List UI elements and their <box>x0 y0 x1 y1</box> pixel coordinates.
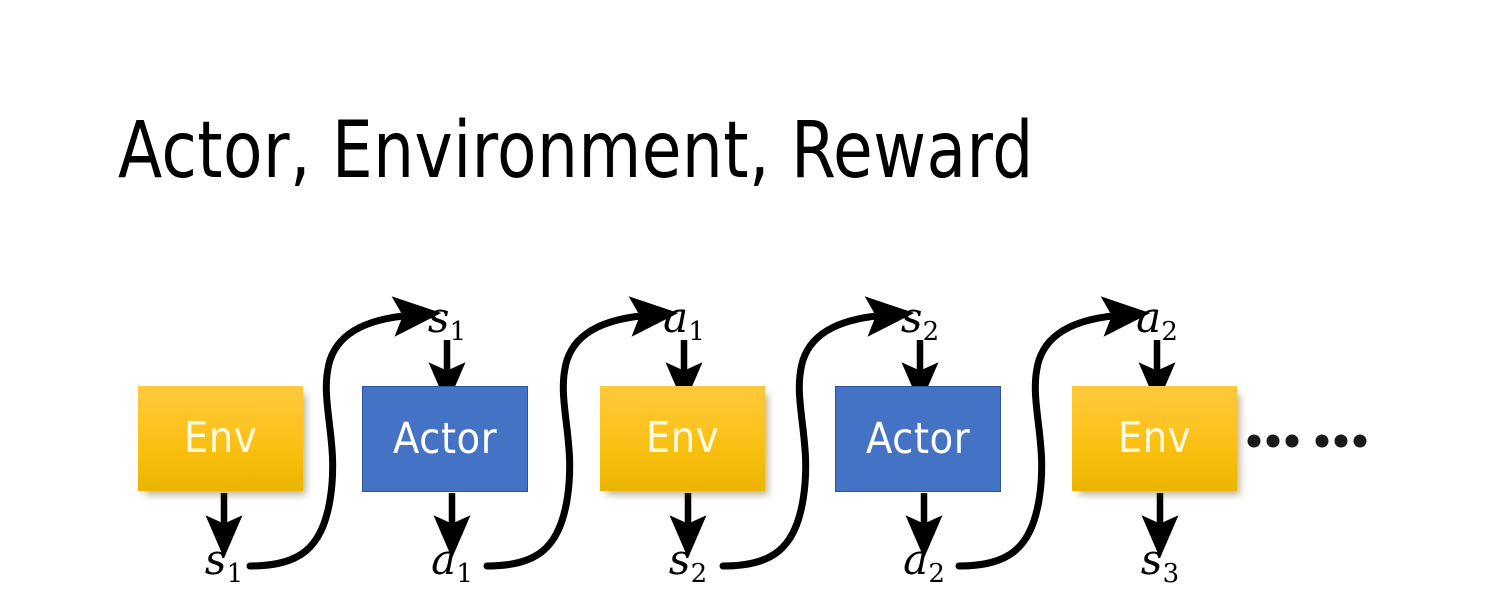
math-label-base: s <box>900 293 923 343</box>
math-label-subscript: 2 <box>690 558 708 589</box>
down-arrows-into-boxes <box>428 340 1176 406</box>
node-box-env-1: Env <box>138 386 303 491</box>
math-label-top-a2: a2 <box>1136 297 1178 345</box>
math-label-subscript: 2 <box>928 558 945 589</box>
node-box-env-2: Env <box>600 386 765 491</box>
ellipsis-dot <box>1315 434 1329 448</box>
math-label-subscript: 1 <box>449 316 467 347</box>
math-label-top-s2: s2 <box>901 297 939 345</box>
node-box-label: Env <box>1117 413 1192 463</box>
math-label-base: s <box>427 293 450 343</box>
math-label-subscript: 1 <box>688 316 705 347</box>
ellipsis-dot <box>1285 434 1299 448</box>
math-label-subscript: 2 <box>922 316 940 347</box>
math-label-base: a <box>903 535 929 585</box>
math-label-base: s <box>668 535 691 585</box>
math-label-subscript: 3 <box>1162 558 1180 589</box>
node-box-env-3: Env <box>1072 386 1237 491</box>
node-box-actor-1: Actor <box>362 386 528 492</box>
page-title: Actor, Environment, Reward <box>118 106 1034 196</box>
ellipsis-dot <box>1266 434 1280 448</box>
math-label-top-s1: s1 <box>428 297 466 345</box>
math-label-bot-s3: s3 <box>1141 539 1179 587</box>
node-box-label: Env <box>183 413 258 463</box>
math-label-base: a <box>431 535 457 585</box>
math-label-subscript: 1 <box>456 558 473 589</box>
trailing-ellipsis <box>1247 434 1367 448</box>
math-label-top-a1: a1 <box>663 297 705 345</box>
node-box-actor-2: Actor <box>835 386 1001 492</box>
ellipsis-dot <box>1334 434 1348 448</box>
math-label-bot-s1: s1 <box>205 539 243 587</box>
node-box-label: Actor <box>392 413 498 464</box>
math-label-bot-s2: s2 <box>669 539 707 587</box>
math-label-bot-a1: a1 <box>431 539 473 587</box>
node-box-label: Env <box>645 413 720 463</box>
ellipsis-dot <box>1247 434 1261 448</box>
math-label-subscript: 1 <box>226 558 244 589</box>
math-label-subscript: 2 <box>1161 316 1178 347</box>
ellipsis-dot <box>1353 434 1367 448</box>
math-label-bot-a2: a2 <box>903 539 945 587</box>
math-label-base: s <box>204 535 227 585</box>
down-arrows-out-of-boxes <box>205 493 1179 559</box>
math-label-base: a <box>663 293 689 343</box>
math-label-base: s <box>1140 535 1163 585</box>
node-box-label: Actor <box>865 413 971 464</box>
math-label-base: a <box>1136 293 1162 343</box>
